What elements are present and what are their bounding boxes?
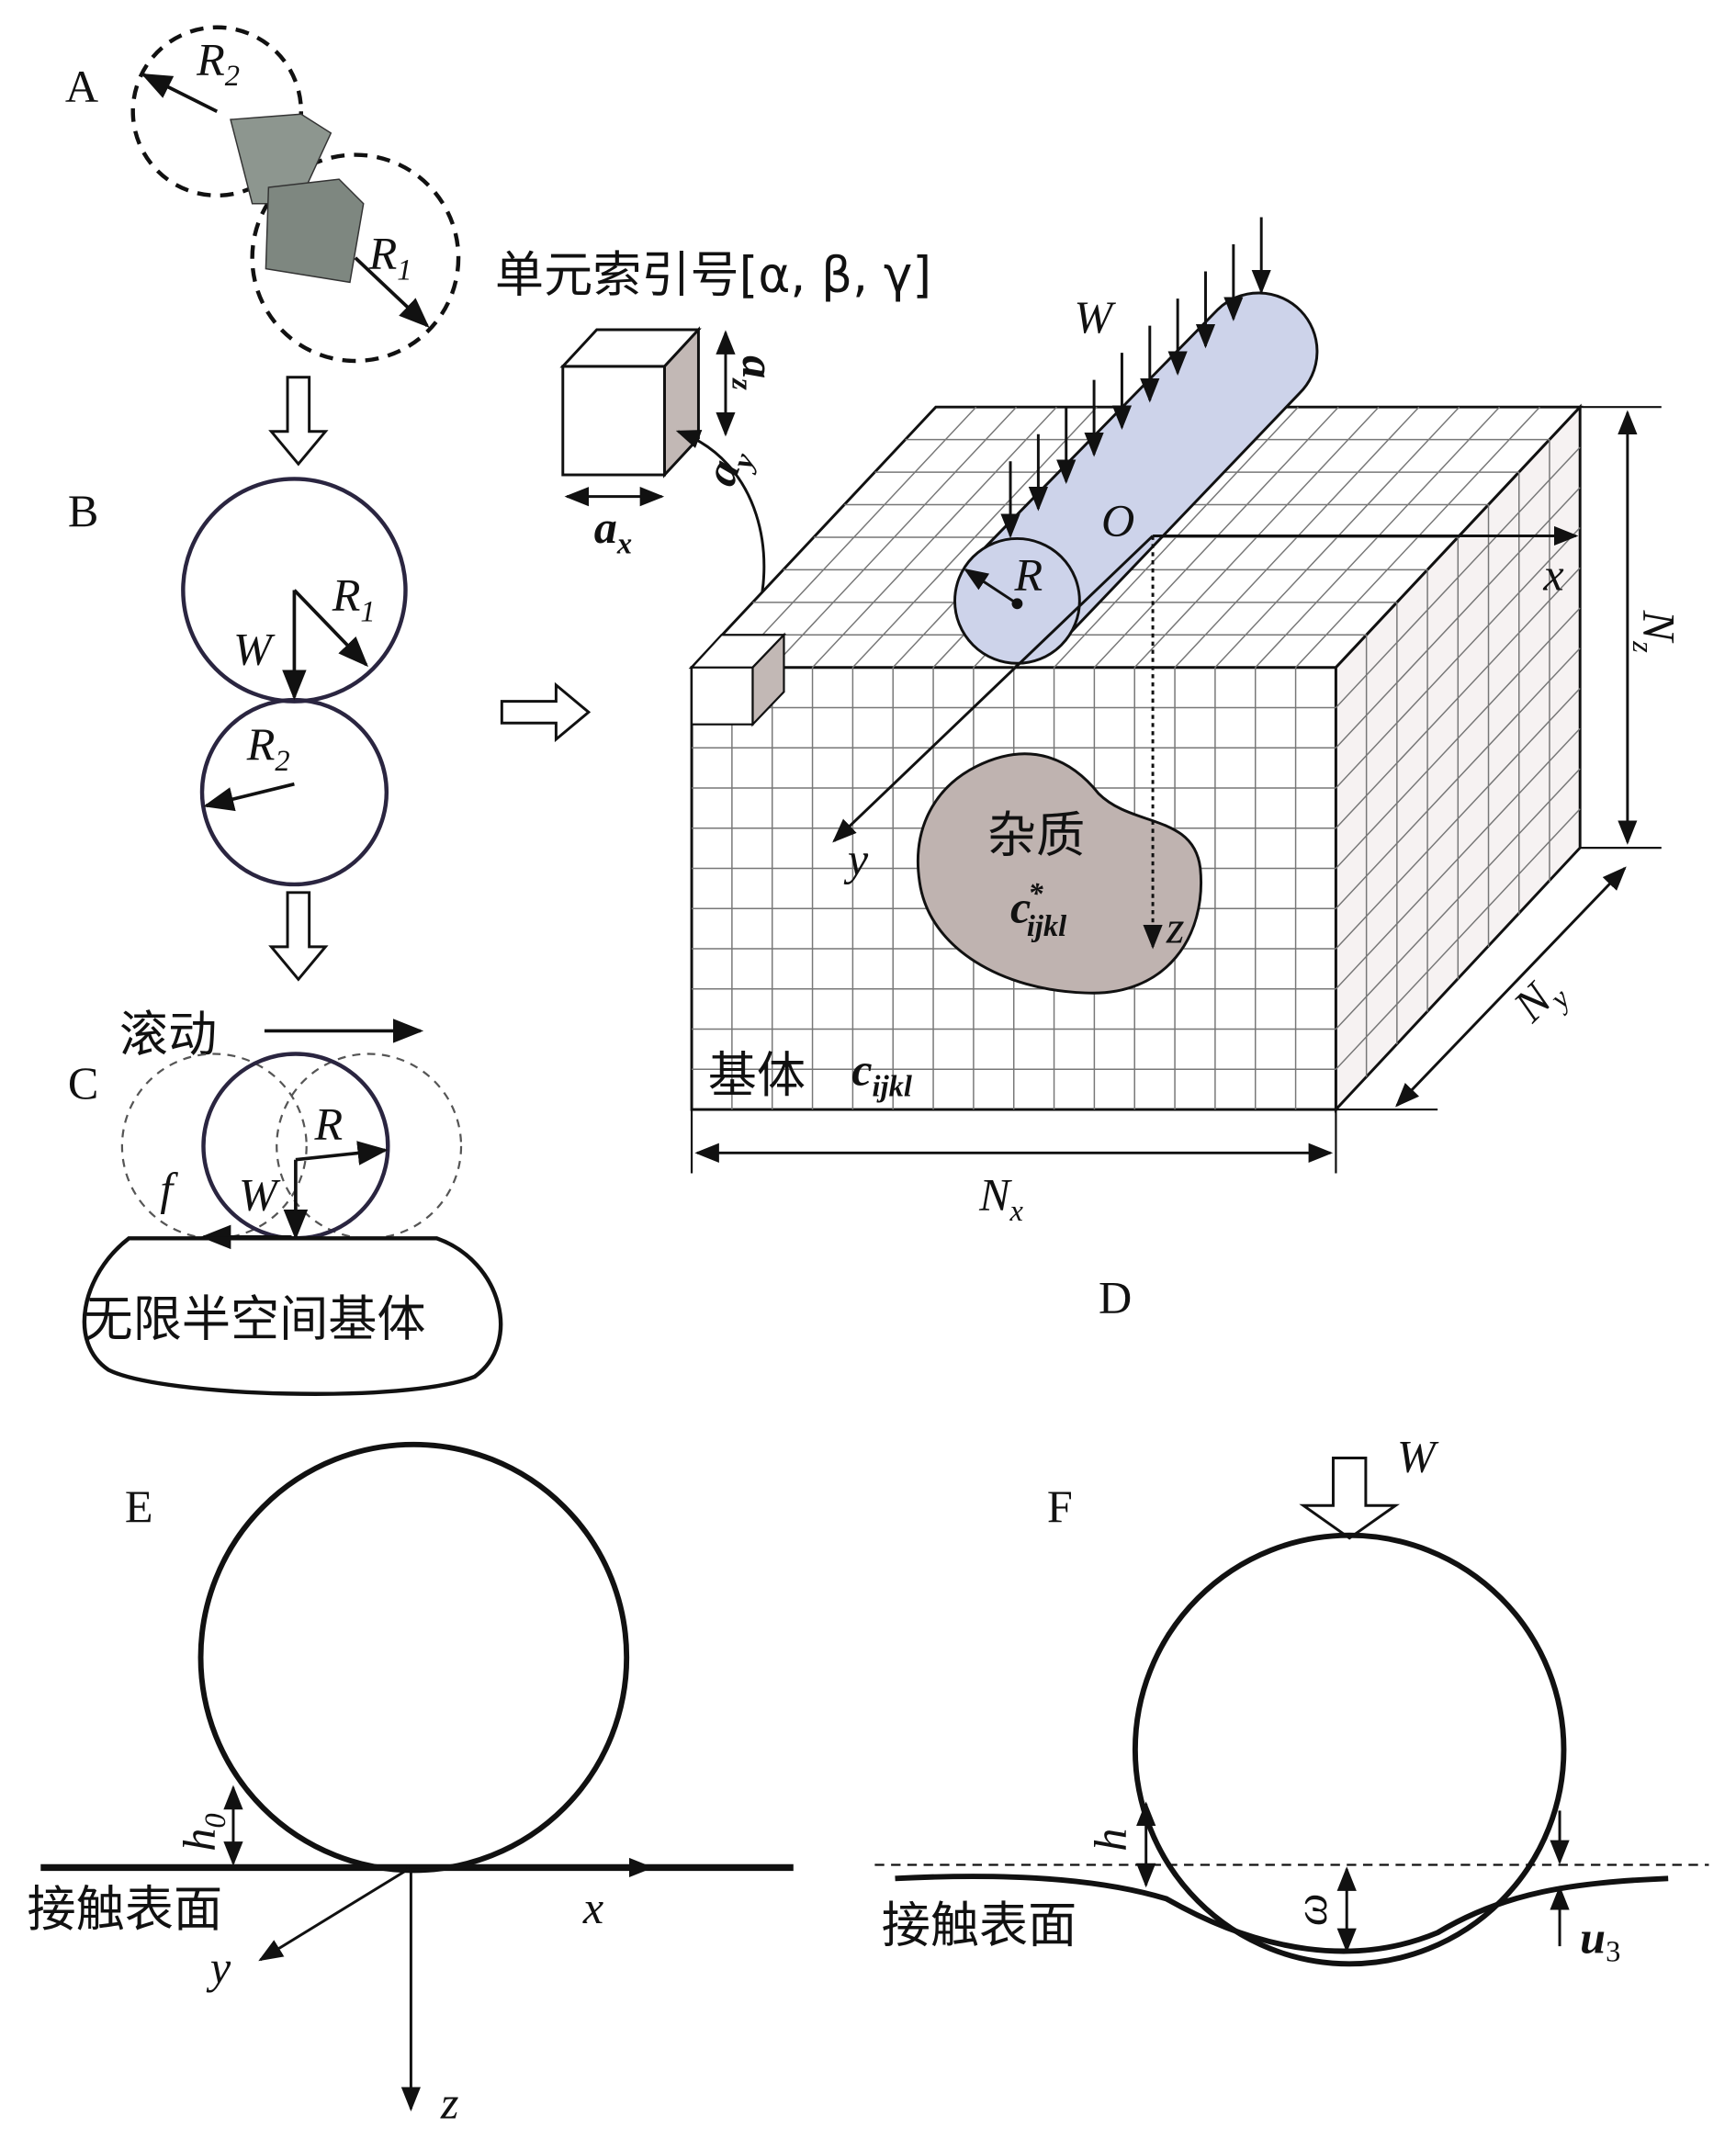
label-y: y: [843, 834, 869, 885]
label-h0: h0: [173, 1813, 232, 1851]
label-nx: Nx: [978, 1168, 1023, 1228]
panel-label-e: E: [125, 1480, 153, 1532]
label-omega: ω: [1285, 1894, 1336, 1926]
label-y: y: [206, 1942, 231, 1993]
label-x: x: [1542, 549, 1563, 601]
panel-a: A R2 R1: [65, 25, 461, 364]
half-space-substrate: [82, 1236, 503, 1396]
label-r1: R1: [368, 228, 412, 287]
roller-circle-r1: [250, 152, 461, 364]
panel-e: E h0 接触表面 x y z: [28, 1441, 794, 2129]
label-matrix-c: cijkl: [851, 1043, 912, 1103]
panel-label-d: D: [1099, 1272, 1132, 1323]
label-contact-surface: 接触表面: [28, 1881, 223, 1938]
label-matrix: 基体: [708, 1047, 806, 1104]
panel-f: F W h ω u3 接触表面: [874, 1430, 1709, 1968]
gear-tooth-top: [230, 113, 333, 205]
hollow-arrow-right: [500, 681, 592, 743]
panel-label-c: C: [68, 1057, 98, 1109]
hollow-arrow-down-1: [268, 376, 329, 467]
unit-cell: 单元索引号[α, β, γ] ax az ay: [495, 247, 931, 634]
label-substrate: 无限半空间基体: [85, 1291, 426, 1348]
label-ax: ax: [594, 501, 632, 561]
label-ny: Ny: [1503, 963, 1577, 1038]
label-f: f: [160, 1163, 178, 1214]
label-contact-surface: 接触表面: [882, 1897, 1077, 1954]
label-w: W: [1397, 1430, 1439, 1481]
label-rolling: 滚动: [119, 1007, 217, 1064]
label-z: z: [1166, 901, 1185, 952]
label-w: W: [239, 1168, 281, 1220]
label-ay: ay: [693, 440, 762, 495]
panel-label-b: B: [68, 485, 98, 536]
label-h: h: [1085, 1829, 1136, 1852]
label-inclusion: 杂质: [987, 807, 1085, 864]
panel-d: R W 杂质 c*ijkl O x y z 基体 cijkl Nz Ny Nx …: [688, 217, 1685, 1323]
roller-circle-r2: [130, 25, 304, 198]
label-u3: u3: [1580, 1911, 1620, 1968]
label-w: W: [233, 624, 276, 675]
label-nz: Nz: [1626, 610, 1685, 653]
hollow-arrow-down-2: [268, 891, 329, 982]
panel-b: B R1 W R2: [68, 477, 408, 887]
label-r: R: [314, 1098, 344, 1150]
label-z: z: [440, 2077, 459, 2129]
inclusion: [916, 752, 1203, 995]
label-az: az: [725, 355, 784, 390]
panel-label-a: A: [65, 61, 98, 112]
panel-c: 滚动 C R f W 无限半空间基体: [68, 1007, 503, 1396]
deformed-surface: [895, 1874, 1669, 1954]
label-cell-index: 单元索引号[α, β, γ]: [495, 247, 931, 304]
label-r1: R1: [332, 569, 376, 629]
gear-tooth-bottom: [265, 178, 365, 284]
label-inclusion-c: c*ijkl: [1010, 878, 1066, 943]
label-origin: O: [1101, 494, 1134, 546]
label-r: R: [1013, 549, 1043, 601]
label-x: x: [582, 1882, 603, 1933]
label-w: W: [1074, 291, 1116, 343]
label-r2: R2: [246, 718, 290, 778]
load-arrow-w: [1299, 1457, 1401, 1540]
panel-label-f: F: [1047, 1480, 1073, 1532]
label-r2: R2: [196, 33, 240, 93]
